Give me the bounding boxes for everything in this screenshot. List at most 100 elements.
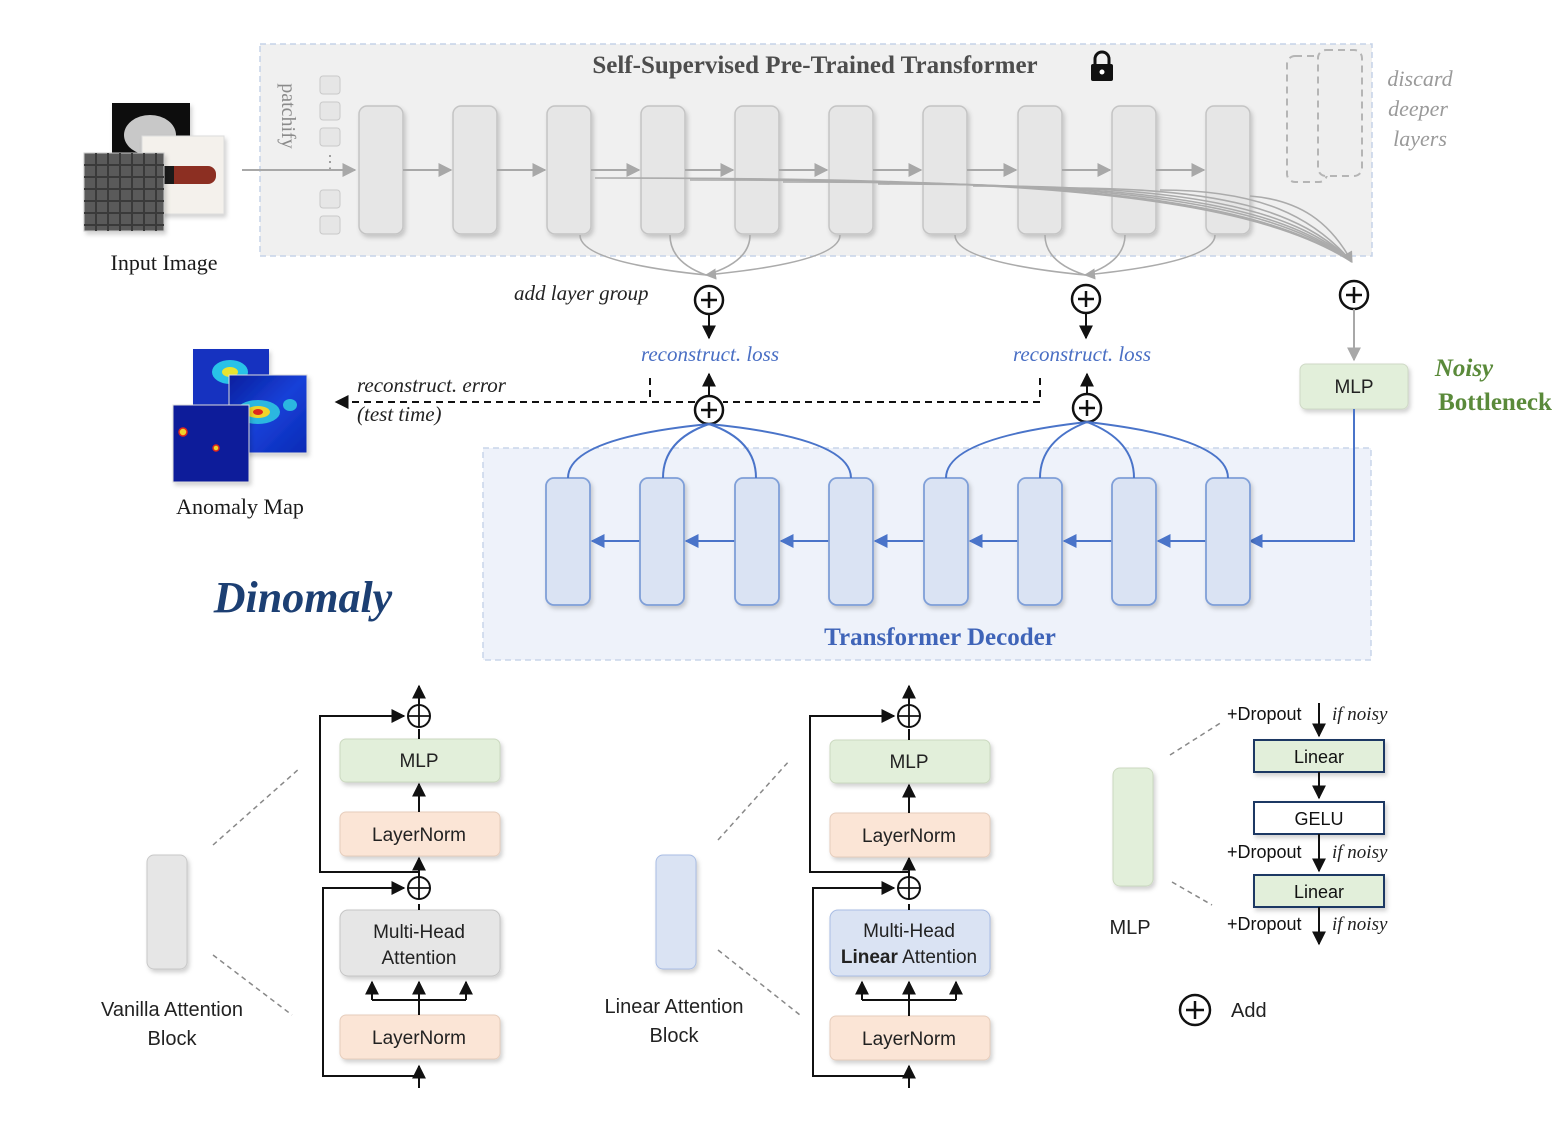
dinomaly-logo: Dinomaly <box>213 573 393 622</box>
patch-tokens: ⋮ <box>319 75 341 235</box>
gelu-label: GELU <box>1294 809 1343 829</box>
linear-layer-1-label: Linear <box>1294 747 1344 767</box>
bottleneck-mlp-label: MLP <box>1334 377 1373 398</box>
linear-norm-top-label: LayerNorm <box>862 826 956 847</box>
encoder-layer <box>1017 105 1063 235</box>
decoder-merge-lines <box>567 421 1229 479</box>
decoder-layer <box>639 477 685 606</box>
add-node-bottleneck <box>1338 279 1370 311</box>
lock-icon <box>1091 50 1113 81</box>
linear-attention-line2: Linear Attention <box>841 947 977 968</box>
linear-zoom-line <box>717 759 791 841</box>
add-layer-group-label: add layer group <box>514 281 649 305</box>
mlp-thumb <box>1112 767 1154 887</box>
noisy-label: Noisy <box>1434 355 1494 382</box>
encoder-layer <box>828 105 874 235</box>
mlp-zoom-line <box>1169 721 1223 756</box>
encoder-background <box>259 43 1373 257</box>
encoder-layer <box>546 105 592 235</box>
add-legend-icon <box>1178 993 1212 1027</box>
bottleneck-label: Bottleneck <box>1438 389 1552 416</box>
add-node-dec1 <box>693 394 725 426</box>
linear-block-detail: LayerNorm Multi-Head Linear Attention La… <box>809 684 991 1088</box>
mlp-detail: +Dropout if noisy Linear GELU +Dropout i… <box>1227 703 1388 946</box>
add-node-group1 <box>693 284 725 316</box>
vanilla-attention-line1: Multi-Head <box>373 922 465 943</box>
discard-label-line1: discard <box>1387 66 1453 91</box>
encoder-layer <box>1205 105 1251 235</box>
vanilla-zoom-line <box>212 954 293 1016</box>
bottleneck-to-decoder-line <box>1248 409 1355 548</box>
patchify-label: patchify <box>277 83 299 149</box>
vanilla-block-thumb <box>146 854 188 970</box>
patch-token <box>319 101 341 121</box>
patch-token <box>319 127 341 147</box>
linear-block-thumb <box>655 854 697 970</box>
encoder-panel: Self-Supervised Pre-Trained Transformer … <box>259 43 1454 257</box>
encoder-title: Self-Supervised Pre-Trained Transformer <box>592 52 1037 79</box>
vanilla-block-detail: LayerNorm Multi-Head Attention LayerNorm… <box>319 684 501 1088</box>
decoder-layer <box>923 477 969 606</box>
decoder-layer <box>1205 477 1251 606</box>
if-noisy-label-1: if noisy <box>1332 704 1388 725</box>
patch-token <box>319 189 341 209</box>
gelu-layer <box>1253 801 1385 835</box>
test-time-label: (test time) <box>357 402 442 426</box>
vanilla-norm-top-label: LayerNorm <box>372 825 466 846</box>
add-legend-label: Add <box>1231 1000 1267 1022</box>
mlp-zoom-line <box>1171 881 1213 906</box>
discard-label-line2: deeper <box>1388 96 1448 121</box>
recon-loss-label-1: reconstruct. loss <box>641 342 779 366</box>
linear-attention-line1: Multi-Head <box>863 921 955 942</box>
dropout-label-3: +Dropout <box>1227 914 1302 934</box>
decoder-layer <box>1111 477 1157 606</box>
encoder-layer <box>1111 105 1157 235</box>
recon-loss-label-2: reconstruct. loss <box>1013 342 1151 366</box>
linear-layer-2-label: Linear <box>1294 882 1344 902</box>
linear-block-label-2: Block <box>650 1025 700 1047</box>
vanilla-mlp-label: MLP <box>399 751 438 772</box>
input-image-stack <box>83 103 225 232</box>
decoder-layer <box>545 477 591 606</box>
linear-mlp-label: MLP <box>889 752 928 773</box>
encoder-layer <box>452 105 498 235</box>
discarded-layers <box>1286 49 1363 183</box>
dropout-label-2: +Dropout <box>1227 842 1302 862</box>
add-node-dec2 <box>1071 392 1103 424</box>
if-noisy-label-3: if noisy <box>1332 914 1388 935</box>
encoder-layer <box>358 105 404 235</box>
patch-token <box>319 215 341 235</box>
decoder-title: Transformer Decoder <box>824 624 1056 651</box>
anomaly-map-label: Anomaly Map <box>176 494 304 519</box>
encoder-layer <box>922 105 968 235</box>
discarded-layer <box>1317 49 1363 177</box>
encoder-layer <box>640 105 686 235</box>
vanilla-norm-bottom-label: LayerNorm <box>372 1028 466 1049</box>
vanilla-zoom-line <box>212 767 301 846</box>
input-image-label: Input Image <box>111 250 218 275</box>
patch-ellipsis: ⋮ <box>321 152 339 172</box>
encoder-layers <box>358 105 1251 235</box>
decoder-layer <box>1017 477 1063 606</box>
vanilla-block-label-2: Block <box>148 1028 198 1050</box>
linear-bold: Linear <box>841 947 899 968</box>
decoder-layer <box>734 477 780 606</box>
encoder-layer <box>734 105 780 235</box>
recon-error-label: reconstruct. error <box>357 373 507 397</box>
encoder-skip-lines <box>579 177 1353 280</box>
linear-layer-1 <box>1253 739 1385 773</box>
vanilla-attention-line2: Attention <box>382 948 457 969</box>
if-noisy-label-2: if noisy <box>1332 842 1388 863</box>
linear-norm-bottom-label: LayerNorm <box>862 1029 956 1050</box>
dropout-label-1: +Dropout <box>1227 704 1302 724</box>
recon-error-path <box>334 378 1041 409</box>
mlp-thumb-label: MLP <box>1109 917 1150 939</box>
linear-block-label-1: Linear Attention <box>605 996 744 1018</box>
linear-attn-rest: Attention <box>898 947 977 968</box>
patch-token <box>319 75 341 95</box>
decoder-layer <box>828 477 874 606</box>
discard-label-line3: layers <box>1393 126 1447 151</box>
anomaly-map-stack <box>172 349 308 483</box>
add-node-group2 <box>1070 283 1102 315</box>
